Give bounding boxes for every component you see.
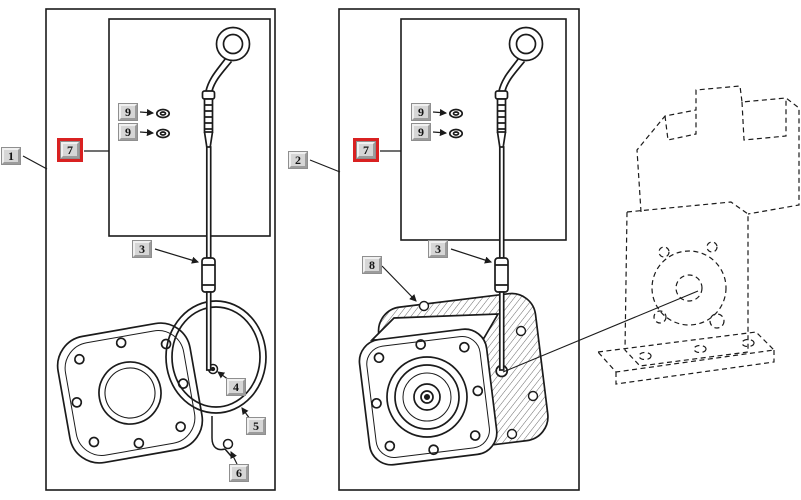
callout-8[interactable]: 8 (363, 257, 381, 273)
callout-4[interactable]: 4 (227, 379, 245, 395)
callout-9-left-bottom[interactable]: 9 (119, 124, 137, 140)
callout-7-left[interactable]: 7 (61, 142, 79, 158)
engine-block (596, 85, 800, 385)
panel-1-frame (45, 8, 276, 491)
retainer-clip (211, 416, 234, 457)
housing (358, 313, 509, 466)
cover-plate (56, 322, 204, 464)
o-ring (165, 300, 267, 414)
callout-3-left[interactable]: 3 (133, 241, 151, 257)
callout-9-right-top[interactable]: 9 (412, 104, 430, 120)
callout-6[interactable]: 6 (230, 465, 248, 481)
leader-lines (22, 108, 493, 465)
callout-2[interactable]: 2 (289, 152, 307, 168)
panel-2-frame (338, 8, 580, 491)
mount-reference-line (502, 290, 699, 373)
callout-5[interactable]: 5 (247, 418, 265, 434)
dipstick-left (155, 26, 251, 371)
callout-9-right-bottom[interactable]: 9 (412, 124, 430, 140)
gasket-bolt-holes (418, 300, 539, 440)
callout-1[interactable]: 1 (2, 148, 20, 164)
callout-3-right[interactable]: 3 (429, 241, 447, 257)
callout-7-right[interactable]: 7 (357, 142, 375, 158)
callout-9-left-top[interactable]: 9 (119, 104, 137, 120)
